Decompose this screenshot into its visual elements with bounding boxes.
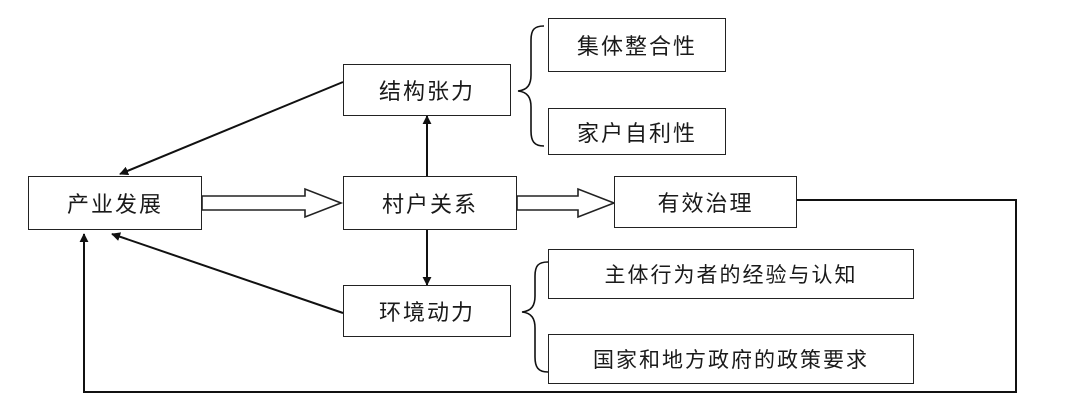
node-effective-governance-label: 有效治理	[657, 192, 754, 217]
node-collective-integration-label: 集体整合性	[576, 35, 697, 60]
hollow-arrow-relations-to-governance	[516, 187, 617, 219]
node-village-household-relations: 村户关系	[343, 176, 517, 230]
node-collective-integration: 集体整合性	[548, 18, 726, 72]
arrow-environmental-force-to-industry	[111, 232, 344, 314]
node-structural-tension-label: 结构张力	[378, 80, 475, 105]
node-environmental-driving-force-label: 环境动力	[378, 301, 475, 326]
node-environmental-driving-force: 环境动力	[343, 285, 511, 337]
node-household-self-interest: 家户自利性	[548, 108, 726, 155]
node-effective-governance: 有效治理	[614, 176, 797, 228]
arrow-structural-tension-to-industry	[119, 81, 344, 176]
node-industry-development: 产业发展	[28, 176, 202, 230]
brace-environmental-force	[521, 261, 549, 373]
node-industry-development-label: 产业发展	[66, 193, 163, 218]
brace-structural-tension	[517, 25, 545, 147]
node-household-self-interest-label: 家户自利性	[576, 121, 697, 147]
node-actors-experience-cognition: 主体行为者的经验与认知	[548, 249, 914, 299]
node-structural-tension: 结构张力	[343, 64, 511, 116]
node-actors-experience-cognition-label: 主体行为者的经验与认知	[604, 263, 858, 287]
node-government-policy-requirements-label: 国家和地方政府的政策要求	[593, 348, 869, 372]
node-government-policy-requirements: 国家和地方政府的政策要求	[548, 334, 914, 384]
hollow-arrow-industry-to-relations	[201, 187, 344, 219]
feedback-loop-governance-to-industry	[79, 199, 1017, 393]
node-village-household-relations-label: 村户关系	[381, 193, 478, 218]
